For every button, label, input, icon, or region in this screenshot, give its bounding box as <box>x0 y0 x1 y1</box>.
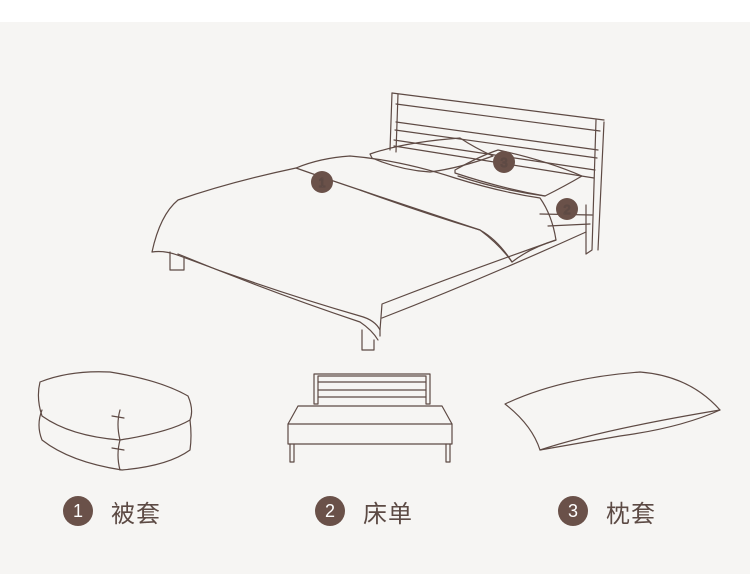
callout-1: 1 <box>311 171 333 193</box>
legend-label: 被套 <box>111 499 161 528</box>
pillow-icon <box>504 371 721 451</box>
legend-item-duvet: 1 被套 <box>63 494 161 528</box>
bed-sheet-icon <box>287 373 453 463</box>
pillow-back-left <box>369 137 494 173</box>
pillow-front-right <box>454 149 583 197</box>
legend-item-sheet: 2 床单 <box>315 494 413 528</box>
legend-label: 床单 <box>363 499 413 528</box>
legend-item-pillowcase: 3 枕套 <box>558 494 656 528</box>
svg-text:2: 2 <box>563 202 570 217</box>
callout-2: 2 <box>556 198 578 220</box>
callout-3: 3 <box>493 151 515 173</box>
number-badge: 1 <box>63 496 93 526</box>
svg-text:1: 1 <box>318 175 325 190</box>
number-badge: 3 <box>558 496 588 526</box>
legend-label: 枕套 <box>606 499 656 528</box>
background-panel <box>0 22 750 574</box>
number-badge: 2 <box>315 496 345 526</box>
folded-duvet-icon <box>37 371 193 471</box>
svg-text:3: 3 <box>500 155 507 170</box>
bed-main-illustration: 1 2 3 <box>151 92 605 351</box>
